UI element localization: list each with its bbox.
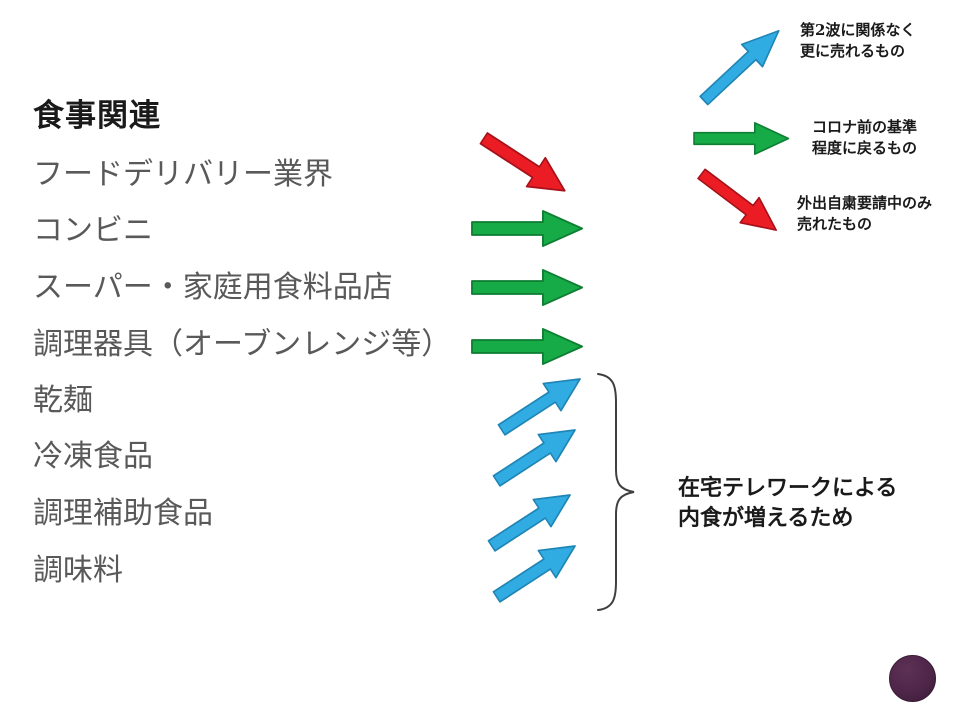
list-item-food-delivery: フードデリバリー業界 (33, 157, 333, 192)
blue-up-arrow (482, 480, 580, 560)
blue-up-arrow (492, 364, 590, 444)
red-down-arrow (474, 123, 576, 207)
legend-blue-up-arrow (693, 18, 791, 112)
list-item-frozen-food: 冷凍食品 (33, 439, 153, 474)
green-flat-arrow (471, 210, 584, 247)
list-item-supermarket: スーパー・家庭用食料品店 (33, 270, 393, 305)
legend-label-blue: 第2波に関係なく 更に売れるもの (800, 21, 916, 60)
slide-title: 食事関連 (33, 98, 161, 134)
list-item-convenience: コンビニ (33, 213, 153, 248)
green-flat-arrow (471, 269, 584, 306)
legend-red-down-arrow (692, 161, 788, 245)
blue-up-arrow (487, 531, 585, 611)
list-item-seasonings: 調味料 (33, 553, 123, 588)
legend-label-green: コロナ前の基準 程度に戻るもの (812, 118, 918, 157)
list-item-cookware: 調理器具（オーブンレンジ等） (33, 327, 452, 362)
grouping-brace (597, 372, 635, 612)
blue-up-arrow (487, 415, 585, 495)
annotation-text: 在宅テレワークによる 内食が増えるため (678, 475, 898, 531)
legend-green-flat-arrow (693, 122, 790, 155)
legend-label-red: 外出自粛要請中のみ 売れたもの (797, 194, 933, 233)
logo-stamp (889, 655, 936, 702)
green-flat-arrow (471, 328, 584, 365)
list-item-cooking-aids: 調理補助食品 (33, 496, 213, 531)
list-item-dried-noodles: 乾麺 (33, 383, 93, 418)
